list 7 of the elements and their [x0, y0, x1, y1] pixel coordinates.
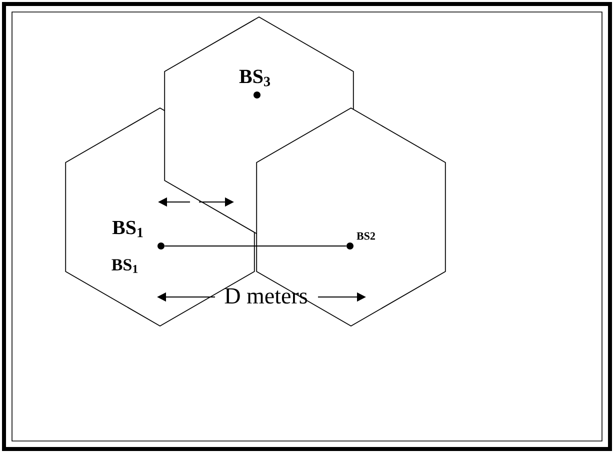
station-dot	[254, 92, 260, 98]
station-label: BS$_{3}$	[239, 70, 270, 86]
station-label: BS2	[356, 232, 375, 240]
station-label: BS$_{1}$	[112, 220, 143, 238]
station-dot	[346, 242, 354, 250]
station-label: BS$_{1}$	[112, 259, 138, 273]
station-dot	[158, 242, 164, 250]
